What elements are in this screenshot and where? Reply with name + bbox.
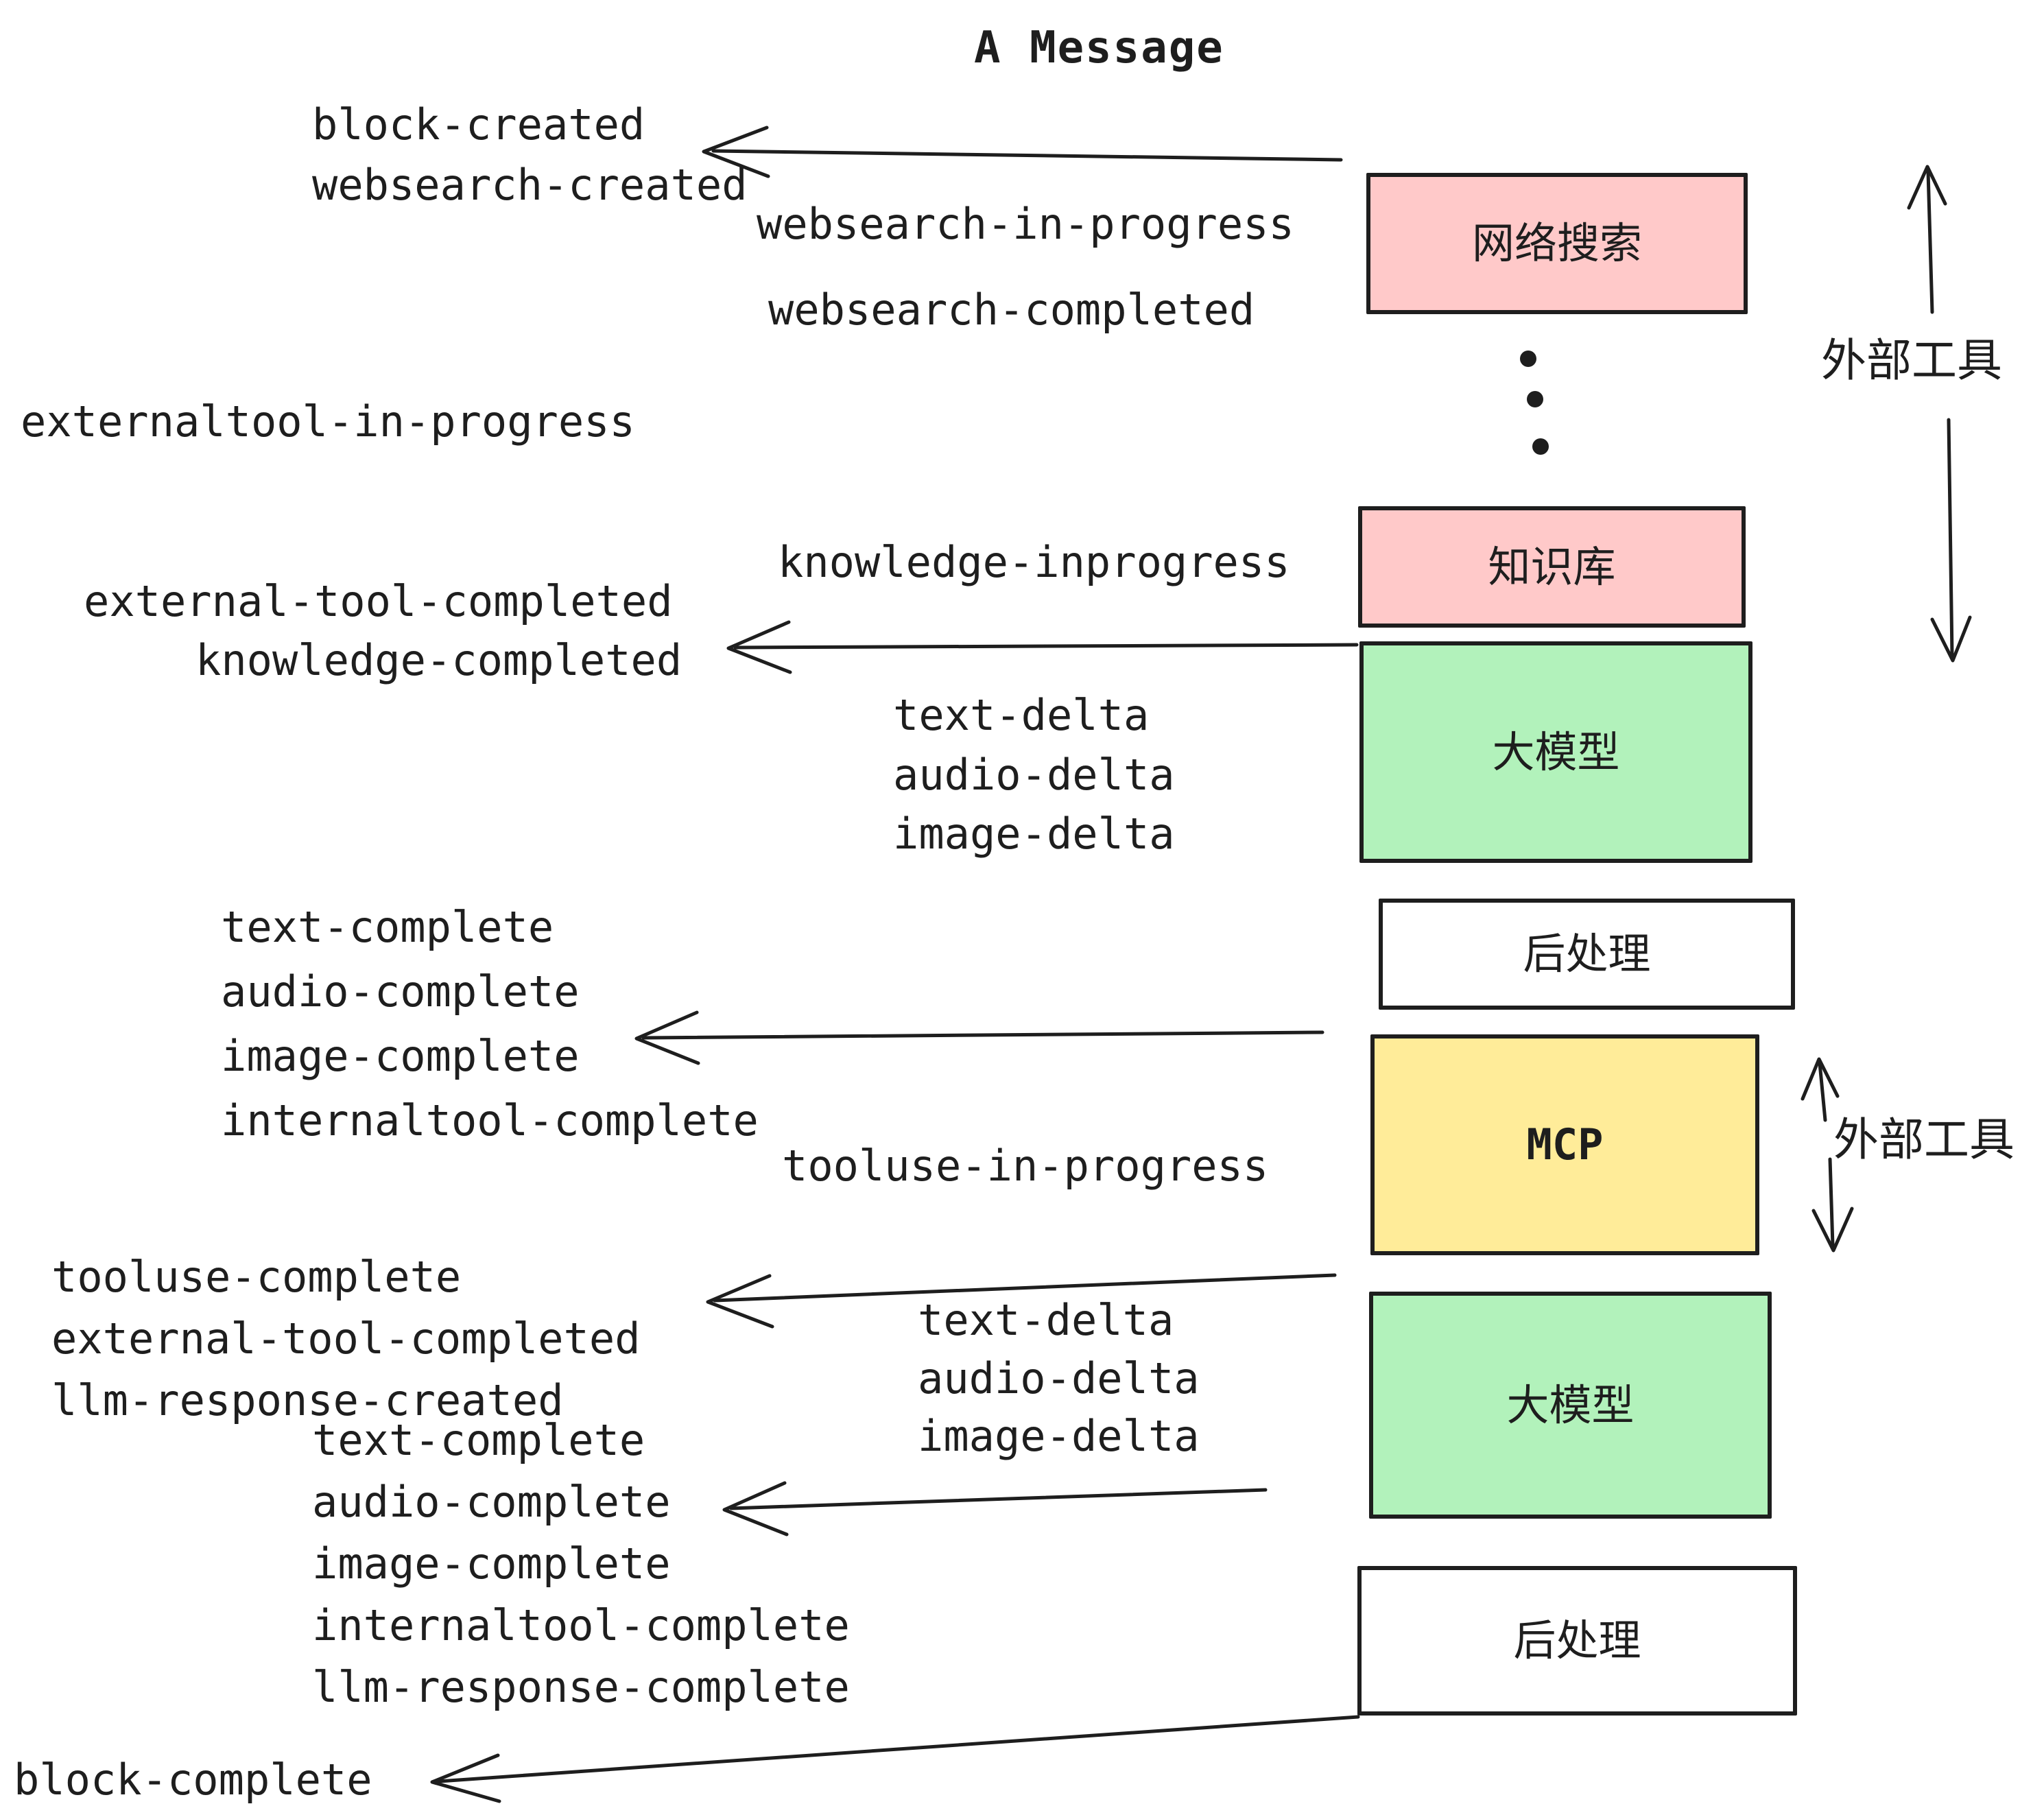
box-postprocess-1: 后处理 xyxy=(1379,899,1795,1010)
event-audio-complete-2: audio-complete xyxy=(312,1477,671,1527)
event-websearch-completed: websearch-completed xyxy=(768,285,1255,335)
event-image-complete-2: image-complete xyxy=(312,1539,671,1589)
event-text-complete-1: text-complete xyxy=(221,902,554,952)
event-text-delta-1: text-delta xyxy=(893,690,1150,740)
box-llm-2: 大模型 xyxy=(1369,1292,1772,1519)
arrow-to-block-complete xyxy=(430,1715,1360,1803)
event-llm-response-complete: llm-response-complete xyxy=(312,1662,850,1712)
event-tooluse-in-progress: tooluse-in-progress xyxy=(782,1141,1269,1191)
event-externaltool-in-progress: externaltool-in-progress xyxy=(21,396,635,447)
box-llm-1: 大模型 xyxy=(1359,641,1752,863)
arrow-to-audio-complete xyxy=(722,1481,1268,1536)
box-knowledge: 知识库 xyxy=(1358,506,1746,628)
box-mcp-label: MCP xyxy=(1526,1119,1604,1170)
event-audio-complete-1: audio-complete xyxy=(221,966,580,1017)
box-websearch-label: 网络搜索 xyxy=(1471,218,1642,268)
ellipsis-dots xyxy=(1520,351,1549,455)
external-tools-up-arrow-2 xyxy=(1801,1057,1840,1122)
box-llm-1-label: 大模型 xyxy=(1492,726,1620,777)
page-title: A Message xyxy=(974,23,1224,73)
event-text-complete-2: text-complete xyxy=(312,1415,645,1465)
event-image-delta-1: image-delta xyxy=(893,809,1175,859)
event-internaltool-complete-1: internaltool-complete xyxy=(221,1095,759,1146)
event-internaltool-complete-2: internaltool-complete xyxy=(312,1600,850,1650)
external-tools-down-arrow-2 xyxy=(1811,1157,1854,1253)
box-mcp: MCP xyxy=(1370,1034,1759,1255)
arrow-to-image-complete xyxy=(634,1010,1324,1065)
event-image-complete-1: image-complete xyxy=(221,1031,580,1081)
event-text-delta-2: text-delta xyxy=(918,1295,1174,1345)
event-audio-delta-2: audio-delta xyxy=(918,1353,1200,1403)
external-tools-down-arrow-1 xyxy=(1930,418,1972,663)
box-postprocess-1-label: 后处理 xyxy=(1523,929,1651,979)
event-block-created: block-created xyxy=(312,99,645,150)
event-audio-delta-1: audio-delta xyxy=(893,750,1175,800)
arrow-to-tooluse-complete xyxy=(706,1273,1337,1329)
event-knowledge-inprogress: knowledge-inprogress xyxy=(778,537,1290,587)
external-tools-up-arrow-1 xyxy=(1907,165,1947,314)
box-postprocess-2: 后处理 xyxy=(1357,1566,1797,1716)
side-label-external-tools-1: 外部工具 xyxy=(1821,334,2002,387)
event-block-complete: block-complete xyxy=(14,1755,372,1804)
event-tooluse-complete: tooluse-complete xyxy=(51,1252,462,1302)
event-websearch-created: websearch-created xyxy=(312,160,748,210)
side-label-external-tools-2: 外部工具 xyxy=(1833,1113,2015,1166)
arrow-to-block-created xyxy=(702,126,1343,178)
event-image-delta-2: image-delta xyxy=(918,1411,1200,1461)
arrow-to-knowledge-completed xyxy=(726,620,1359,674)
event-external-tool-completed-1: external-tool-completed xyxy=(84,576,673,626)
event-knowledge-completed: knowledge-completed xyxy=(195,635,682,685)
event-llm-response-created: llm-response-created xyxy=(51,1375,564,1425)
event-external-tool-completed-2: external-tool-completed xyxy=(51,1314,641,1364)
box-llm-2-label: 大模型 xyxy=(1506,1379,1635,1430)
box-postprocess-2-label: 后处理 xyxy=(1513,1615,1641,1665)
box-websearch: 网络搜索 xyxy=(1366,173,1748,314)
event-websearch-in-progress: websearch-in-progress xyxy=(757,199,1294,249)
box-knowledge-label: 知识库 xyxy=(1488,541,1616,592)
